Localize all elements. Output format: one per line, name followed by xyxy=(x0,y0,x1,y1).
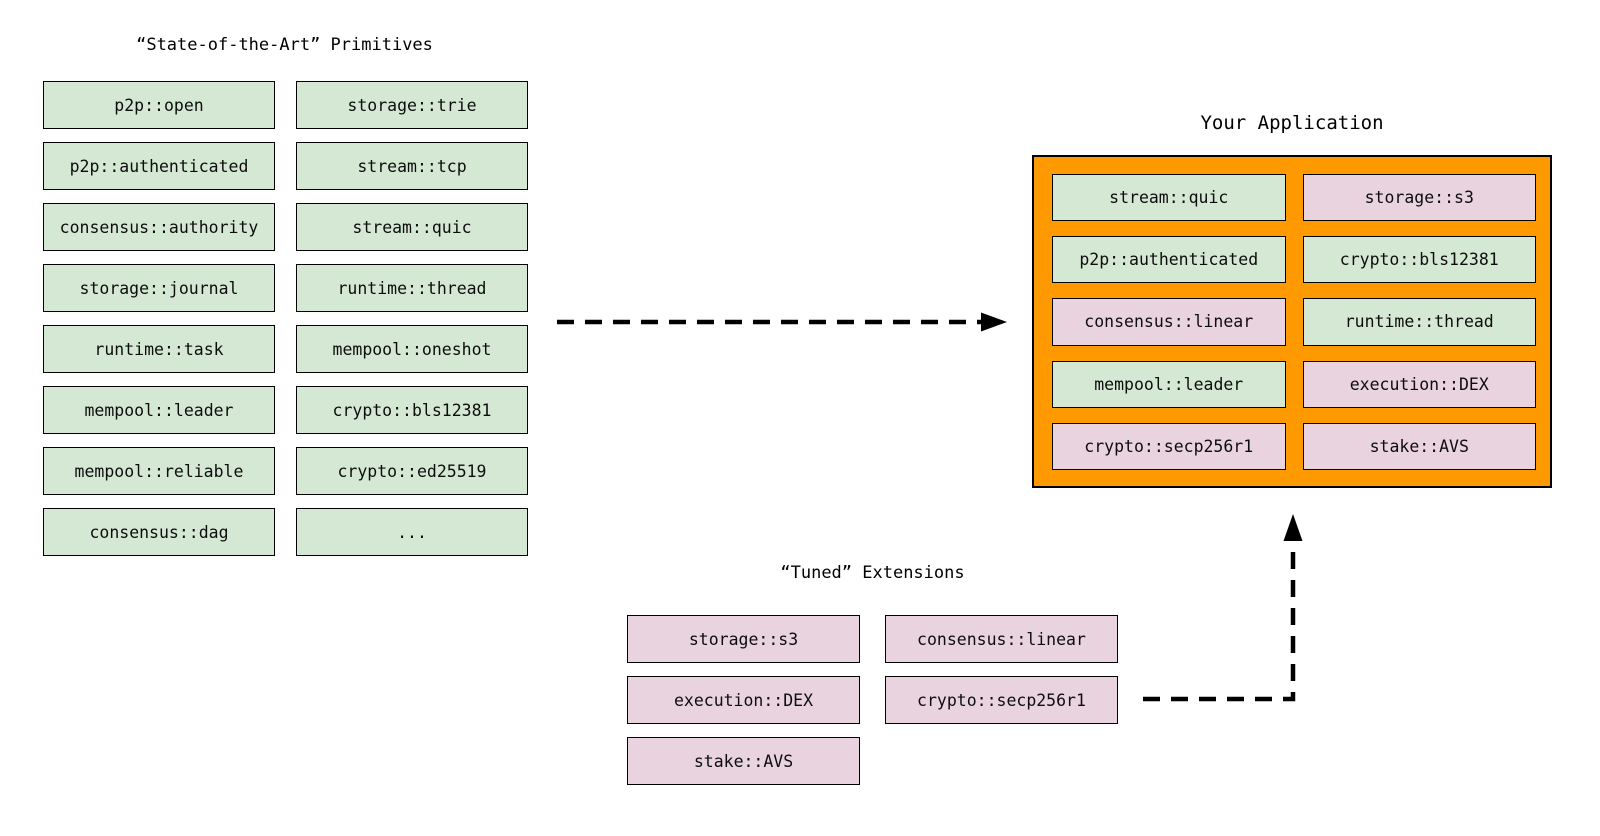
dashed-elbow-line xyxy=(1143,543,1296,702)
app-module-box: stake::AVS xyxy=(1302,422,1536,470)
app-module-box: stream::quic xyxy=(1052,174,1286,222)
extension-box: execution::DEX xyxy=(627,676,860,724)
app-module-box: p2p::authenticated xyxy=(1052,236,1286,284)
primitives-title: “State-of-the-Art” Primitives xyxy=(136,35,433,55)
primitive-box: consensus::dag xyxy=(43,508,275,556)
primitive-box: storage::trie xyxy=(296,81,528,129)
arrowhead-right-icon xyxy=(981,312,1007,332)
extension-box: crypto::secp256r1 xyxy=(885,676,1118,724)
primitive-box: runtime::task xyxy=(43,325,275,373)
extensions-column-1: storage::s3 execution::DEX stake::AVS xyxy=(627,615,860,785)
primitive-box: mempool::reliable xyxy=(43,447,275,495)
application-title: Your Application xyxy=(1200,112,1384,134)
primitives-column-2: storage::trie stream::tcp stream::quic r… xyxy=(296,81,528,556)
primitive-box: p2p::authenticated xyxy=(43,142,275,190)
primitive-box: crypto::bls12381 xyxy=(296,386,528,434)
primitive-box: p2p::open xyxy=(43,81,275,129)
app-module-box: runtime::thread xyxy=(1302,298,1536,346)
primitive-box: crypto::ed25519 xyxy=(296,447,528,495)
app-module-box: execution::DEX xyxy=(1302,360,1536,408)
app-module-box: crypto::bls12381 xyxy=(1302,236,1536,284)
application-container: stream::quic storage::s3 p2p::authentica… xyxy=(1032,155,1552,488)
primitives-column-1: p2p::open p2p::authenticated consensus::… xyxy=(43,81,275,556)
primitive-box: stream::tcp xyxy=(296,142,528,190)
app-module-box: mempool::leader xyxy=(1052,360,1286,408)
dashed-arrow-extensions-to-application xyxy=(1143,514,1303,702)
app-module-box: crypto::secp256r1 xyxy=(1052,422,1286,470)
extensions-column-2: consensus::linear crypto::secp256r1 xyxy=(885,615,1118,724)
primitive-box: mempool::oneshot xyxy=(296,325,528,373)
primitive-box: storage::journal xyxy=(43,264,275,312)
extensions-title: “Tuned” Extensions xyxy=(780,563,965,583)
application-module-grid: stream::quic storage::s3 p2p::authentica… xyxy=(1052,174,1536,470)
dashed-arrow-primitives-to-application xyxy=(557,312,1007,332)
primitive-box: mempool::leader xyxy=(43,386,275,434)
extension-box: stake::AVS xyxy=(627,737,860,785)
extension-box: consensus::linear xyxy=(885,615,1118,663)
extension-box: storage::s3 xyxy=(627,615,860,663)
arrowhead-up-icon xyxy=(1283,514,1303,541)
primitive-box: runtime::thread xyxy=(296,264,528,312)
primitive-box-ellipsis: ... xyxy=(296,508,528,556)
app-module-box: consensus::linear xyxy=(1052,298,1286,346)
primitive-box: consensus::authority xyxy=(43,203,275,251)
primitive-box: stream::quic xyxy=(296,203,528,251)
app-module-box: storage::s3 xyxy=(1302,174,1536,222)
